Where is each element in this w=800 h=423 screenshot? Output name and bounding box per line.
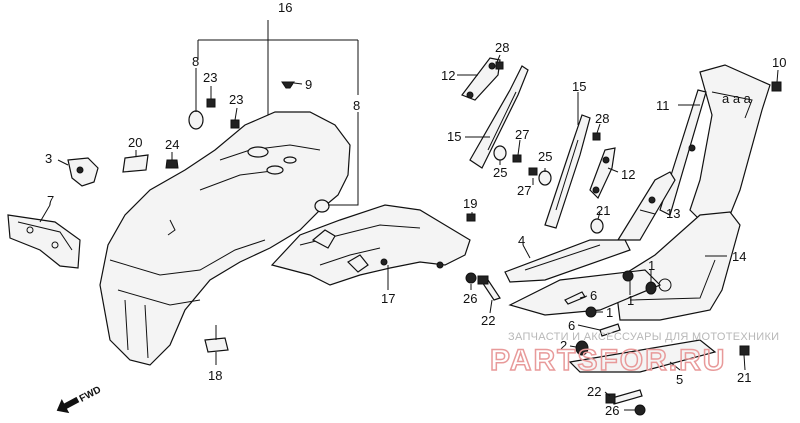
callout-15a: 15 xyxy=(447,129,461,144)
callout-8a: 8 xyxy=(192,54,199,69)
callout-numbers: 16 8 8 23 23 9 20 24 3 7 18 17 19 26 22 … xyxy=(45,0,786,418)
callout-6b: 6 xyxy=(568,318,575,333)
bolt-22a xyxy=(477,275,501,301)
grommet-8 xyxy=(188,110,204,130)
bolt-27a xyxy=(512,154,522,163)
nut-23b xyxy=(230,119,240,129)
callout-13: 13 xyxy=(666,206,680,221)
callout-1b: 1 xyxy=(627,293,634,308)
callout-3: 3 xyxy=(45,151,52,166)
callout-26a: 26 xyxy=(463,291,477,306)
callout-17: 17 xyxy=(381,291,395,306)
callout-8b: 8 xyxy=(353,98,360,113)
callout-22a: 22 xyxy=(481,313,495,328)
callout-4: 4 xyxy=(518,233,525,248)
callout-28b: 28 xyxy=(595,111,609,126)
screw-9 xyxy=(281,81,295,89)
leader-lines xyxy=(39,54,779,411)
stay-15a xyxy=(469,65,529,169)
pin-6b xyxy=(599,323,621,337)
bolt-28a xyxy=(495,61,504,70)
callout-26b: 26 xyxy=(605,403,619,418)
watermark-tagline: ЗАПЧАСТИ И АКСЕССУАРЫ ДЛЯ МОТОТЕХНИКИ xyxy=(508,331,779,343)
washer-26b xyxy=(634,404,646,416)
callout-28a: 28 xyxy=(495,40,509,55)
grommet-8b xyxy=(314,199,330,213)
bracket-12b xyxy=(589,147,616,200)
callout-16: 16 xyxy=(278,0,292,15)
callout-18: 18 xyxy=(208,368,222,383)
bolt-27b xyxy=(528,167,538,176)
watermark-logo: PARTSFOR.RU xyxy=(490,344,726,377)
clip-3 xyxy=(67,157,99,187)
rear-fender xyxy=(99,111,351,366)
callout-10: 10 xyxy=(772,55,786,70)
bracket-13 xyxy=(616,171,676,241)
reflector-bracket-7 xyxy=(7,214,81,269)
grab-rail-11: a a a xyxy=(659,64,771,221)
callout-14: 14 xyxy=(732,249,746,264)
callout-25b: 25 xyxy=(538,149,552,164)
label-plate-20 xyxy=(122,154,149,173)
nut-21b xyxy=(739,345,750,356)
callout-12b: 12 xyxy=(621,167,635,182)
fwd-arrow: FWD xyxy=(56,384,103,414)
callout-27a: 27 xyxy=(515,127,529,142)
callout-20: 20 xyxy=(128,135,142,150)
watermark: ЗАПЧАСТИ И АКСЕССУАРЫ ДЛЯ МОТОТЕХНИКИ PA… xyxy=(489,331,779,378)
bolt-10 xyxy=(771,81,782,92)
callout-19: 19 xyxy=(463,196,477,211)
bolt-22b xyxy=(605,389,643,405)
callout-27b: 27 xyxy=(517,183,531,198)
rubber-25a xyxy=(493,145,507,161)
callout-11: 11 xyxy=(656,98,670,113)
callout-1c: 1 xyxy=(606,305,613,320)
callout-9: 9 xyxy=(305,77,312,92)
nut-23a xyxy=(206,98,216,108)
rail-5 xyxy=(508,269,717,373)
callout-15b: 15 xyxy=(572,79,586,94)
callout-22b: 22 xyxy=(587,384,601,399)
callout-6a: 6 xyxy=(590,288,597,303)
clip-18 xyxy=(204,325,229,353)
bolt-19 xyxy=(466,213,476,222)
rubber-25b xyxy=(538,170,552,186)
callout-2: 2 xyxy=(560,338,567,353)
callout-23a: 23 xyxy=(203,70,217,85)
callout-12a: 12 xyxy=(441,68,455,83)
rubber-2 xyxy=(575,340,589,356)
collar-1b xyxy=(622,270,634,282)
callout-25a: 25 xyxy=(493,165,507,180)
washer-26a xyxy=(465,272,477,284)
bolt-28b xyxy=(592,132,601,141)
collar-1c xyxy=(585,306,597,318)
callout-5: 5 xyxy=(676,372,683,387)
fwd-label: FWD xyxy=(78,384,103,404)
rail-4 xyxy=(504,239,631,283)
callout-21b: 21 xyxy=(737,370,751,385)
nut-24 xyxy=(165,159,179,169)
callout-1a: 1 xyxy=(648,258,655,273)
nut-21a xyxy=(590,218,604,234)
svg-text:a a a: a a a xyxy=(722,91,752,106)
stay-15b xyxy=(544,114,591,229)
collar-1a xyxy=(645,281,657,295)
callout-21a: 21 xyxy=(596,203,610,218)
inner-fender-17 xyxy=(270,204,471,286)
callout-7: 7 xyxy=(47,193,54,208)
bracket-12a xyxy=(461,57,501,101)
callout-23b: 23 xyxy=(229,92,243,107)
callout-24: 24 xyxy=(165,137,179,152)
